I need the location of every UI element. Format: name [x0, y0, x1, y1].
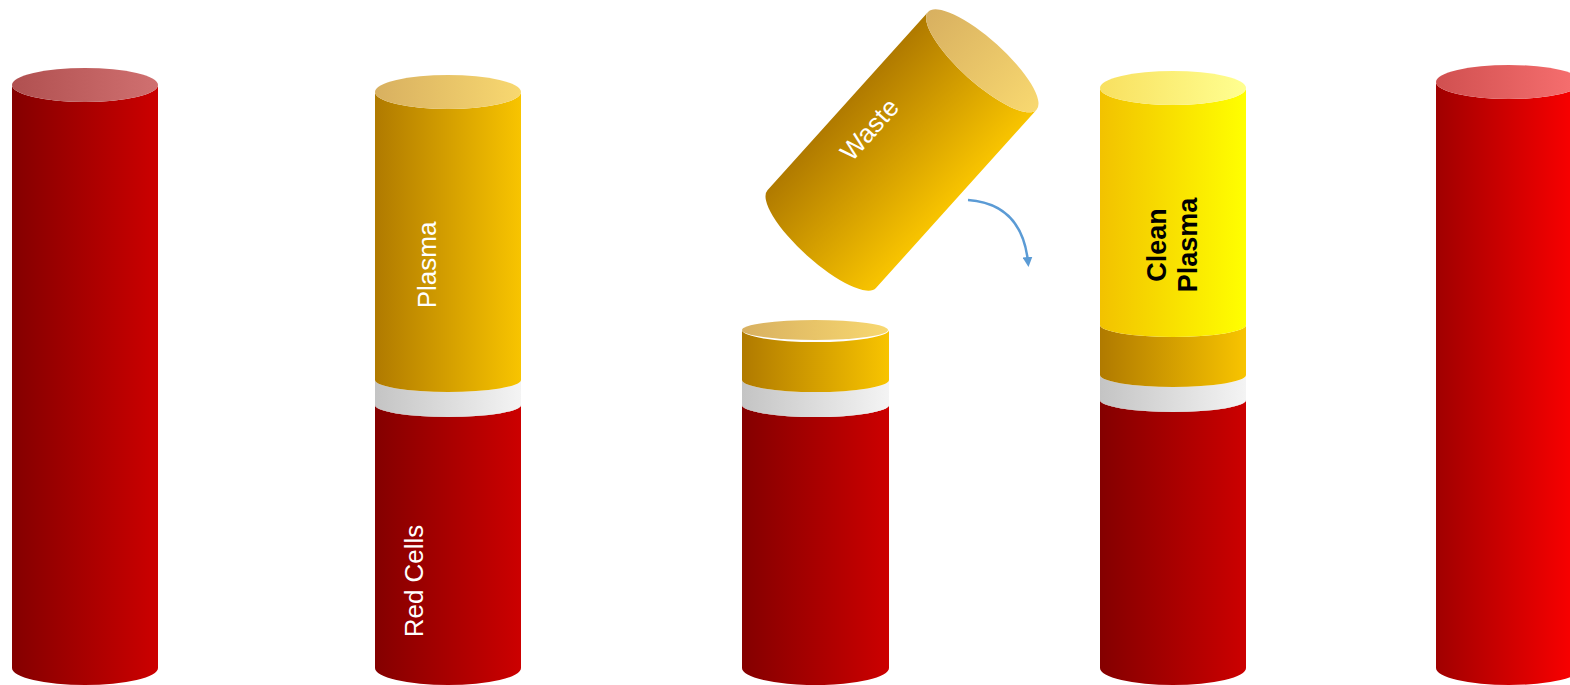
remaining-cylinder [742, 320, 889, 685]
returned-cylinder [1436, 65, 1570, 685]
band-label: Red Cells [400, 524, 430, 637]
plasma-band: Plasma [378, 150, 518, 420]
waste-cylinder [753, 0, 1052, 304]
band-label: Clean Plasma [1142, 188, 1204, 303]
band-label: Plasma [413, 222, 443, 309]
red-cells-band: Red Cells [378, 420, 518, 665]
clean-plasma-band: Clean Plasma [1103, 110, 1243, 320]
restored-cylinder [1100, 71, 1246, 685]
separated-cylinder [375, 75, 521, 685]
discard-arrow [968, 200, 1028, 262]
blood-cylinder [12, 68, 158, 685]
